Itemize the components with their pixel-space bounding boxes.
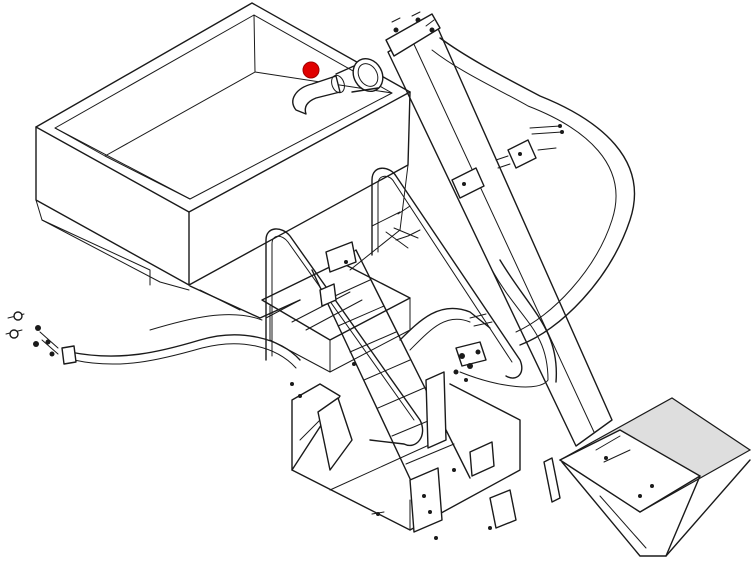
hopper-box xyxy=(35,2,411,291)
left-fittings xyxy=(5,311,55,357)
hopper-funnel xyxy=(189,164,409,319)
hose-loop xyxy=(431,37,636,388)
callout-marker[interactable] xyxy=(302,61,320,79)
support-frame xyxy=(261,261,521,531)
discharge-chute xyxy=(543,397,752,557)
stairs xyxy=(311,249,471,501)
discharge-pipe xyxy=(335,57,384,93)
left-hose xyxy=(39,314,301,369)
handrails xyxy=(265,167,523,447)
loose-hardware xyxy=(290,260,492,540)
pipe-elbow xyxy=(292,74,345,115)
auger-tube xyxy=(385,11,613,447)
hydraulic-fittings xyxy=(399,307,493,382)
stair-brackets xyxy=(319,205,517,533)
auger-hardware xyxy=(495,124,564,169)
